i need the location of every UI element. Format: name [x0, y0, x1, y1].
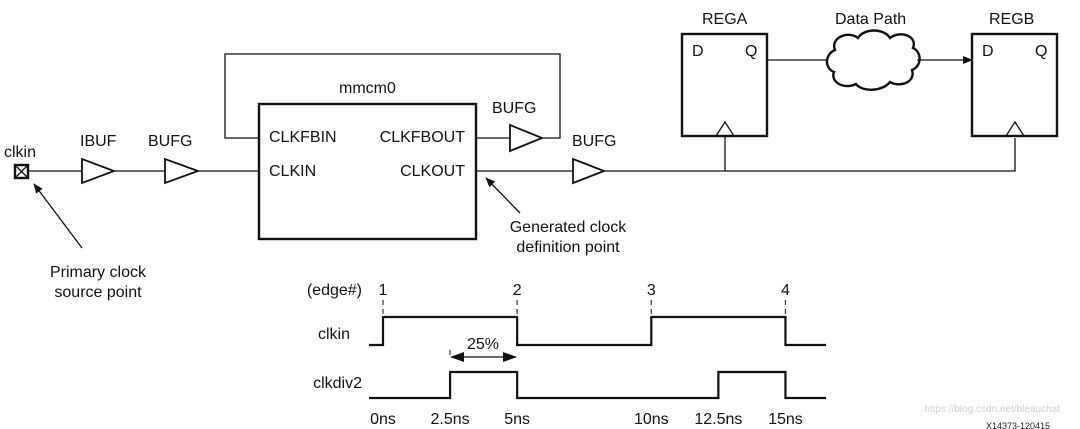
cloud-icon	[825, 29, 921, 91]
regb-q-pin: Q	[1035, 43, 1047, 60]
primary-clock-label-1: Primary clock	[50, 264, 147, 281]
pin-clkin: CLKIN	[269, 163, 316, 180]
regb-block	[970, 32, 1059, 138]
time-label: 15ns	[768, 411, 803, 428]
bufg-out-symbol	[572, 157, 607, 185]
edge-number-label: (edge#)	[307, 282, 362, 299]
generated-clock-label-1: Generated clock	[510, 219, 628, 236]
bufg-fb-label: BUFG	[492, 100, 536, 117]
ibuf-label: IBUF	[80, 133, 117, 150]
regb-clock-icon	[1004, 120, 1026, 137]
clkin-port	[13, 163, 30, 180]
regb-name: REGB	[989, 11, 1034, 28]
timing-waveform: (edge#) 1 2 3 4 clkin clkdiv2 25% 0ns 2.5ns 5…	[307, 282, 826, 428]
regb-d-pin: D	[982, 43, 994, 60]
time-label: 2.5ns	[431, 411, 470, 428]
figure-id: X14373-120415	[986, 421, 1050, 429]
signal-label-clkdiv2: clkdiv2	[313, 375, 362, 392]
bufg-in-label: BUFG	[148, 133, 192, 150]
signal-label-clkin: clkin	[318, 326, 350, 343]
bufg-fb-symbol	[509, 123, 545, 153]
rega-q-pin: Q	[745, 43, 757, 60]
duty-cycle-label: 25%	[467, 336, 499, 353]
watermark: https://blog.csdn.net/bleauchat	[924, 404, 1060, 415]
time-label: 10ns	[634, 411, 669, 428]
pin-clkfbin: CLKFBIN	[269, 129, 337, 146]
time-label: 5ns	[504, 411, 530, 428]
generated-clock-label-2: definition point	[516, 239, 620, 256]
edge-number-3: 3	[647, 282, 656, 299]
rega-clock-icon	[714, 120, 736, 137]
rega-block	[680, 32, 769, 138]
time-label: 0ns	[370, 411, 396, 428]
edge-number-1: 1	[379, 282, 388, 299]
clock-net-wire	[604, 138, 1016, 172]
ibuf-symbol	[81, 157, 117, 185]
bufg-in-symbol	[164, 157, 201, 185]
bufg-out-label: BUFG	[572, 133, 616, 150]
trace-clkdiv2	[369, 370, 826, 400]
edge-number-4: 4	[781, 282, 790, 299]
generated-clock-arrow	[485, 177, 521, 214]
primary-clock-label-2: source point	[54, 284, 142, 301]
feedback-loop-wire	[224, 53, 561, 139]
mmcm-name: mmcm0	[339, 80, 396, 97]
trace-clkin	[369, 315, 826, 347]
rega-name: REGA	[702, 11, 748, 28]
pin-clkfbout: CLKFBOUT	[380, 129, 466, 146]
duty-cycle-marker: 25%	[449, 336, 517, 362]
clkin-port-label: clkin	[4, 144, 36, 161]
data-path-label: Data Path	[835, 11, 906, 28]
pin-clkout: CLKOUT	[400, 163, 465, 180]
rega-d-pin: D	[692, 43, 704, 60]
primary-clock-arrow	[33, 183, 83, 249]
edge-number-2: 2	[513, 282, 522, 299]
mmcm-block	[257, 102, 478, 241]
time-label: 12.5ns	[694, 411, 742, 428]
